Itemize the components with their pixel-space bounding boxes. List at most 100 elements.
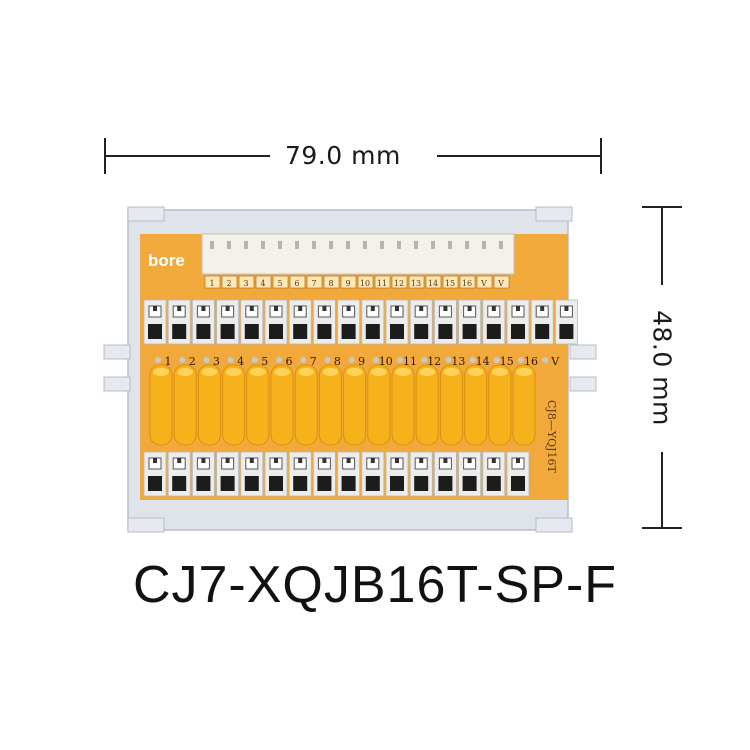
header-label-box	[340, 275, 357, 289]
terminal-wire-hole	[438, 476, 453, 491]
terminal-button-slot	[443, 306, 448, 311]
terminal-wire-hole	[196, 476, 211, 491]
channel-label: 9	[358, 355, 365, 368]
terminal-wire-hole	[244, 324, 259, 339]
header-pin	[397, 241, 401, 249]
terminal-wire-hole	[511, 476, 525, 491]
terminal-button-slot	[467, 458, 472, 463]
channel-label: 11	[403, 355, 417, 368]
varistor	[343, 364, 367, 446]
varistor-highlight	[370, 368, 387, 376]
width-label: 79.0 mm	[285, 141, 401, 170]
terminal-wire-hole	[244, 476, 259, 491]
header-label: 2	[226, 279, 231, 288]
terminal-button-slot	[370, 458, 375, 463]
top-terminal-row	[143, 299, 578, 345]
varistor-highlight	[491, 368, 508, 376]
channel-label: 16	[524, 355, 538, 368]
terminal-button-slot	[249, 458, 254, 463]
terminal-button-slot	[298, 458, 303, 463]
terminal-button-slot	[153, 458, 157, 463]
terminal-button-slot	[370, 306, 375, 311]
header-label: V	[480, 279, 487, 288]
channel-dot	[251, 357, 258, 363]
terminal-button-slot	[201, 458, 206, 463]
header-label-box	[459, 275, 476, 289]
channel-label: 14	[476, 355, 490, 368]
varistor-highlight	[225, 368, 242, 376]
header-pin	[363, 241, 367, 249]
channel-dot	[179, 357, 186, 363]
header-label: 11	[377, 279, 387, 288]
header-label-box	[425, 275, 442, 289]
header-pin	[329, 241, 333, 249]
terminal-button-slot	[274, 458, 278, 463]
header-label: 6	[294, 279, 299, 288]
terminal-wire-hole	[341, 324, 356, 339]
terminal-wire-hole	[172, 324, 187, 339]
terminal-wire-hole	[220, 324, 235, 339]
terminal-wire-hole	[148, 476, 162, 491]
terminal-button-slot	[322, 306, 327, 311]
channel-dot	[493, 357, 500, 363]
terminal-button-slot	[419, 306, 424, 311]
channel-label: V	[550, 355, 560, 368]
terminal-button-slot	[395, 458, 399, 463]
channel-dot	[203, 357, 210, 363]
terminal-wire-hole	[390, 324, 404, 339]
channel-dot	[155, 357, 161, 363]
header-pins	[210, 241, 503, 249]
header-label-box	[323, 275, 340, 289]
terminal-button-slot	[322, 458, 327, 463]
channel-label: 5	[261, 355, 268, 368]
terminal-button-slot	[443, 458, 448, 463]
header-label-box	[442, 275, 459, 289]
varistor	[464, 364, 488, 446]
product-model: CJ7-XQJB16T-SP-F	[132, 556, 618, 614]
channel-dot	[227, 357, 234, 363]
varistor	[439, 364, 463, 446]
terminal-wire-hole	[462, 324, 477, 339]
terminal-button-slot	[249, 306, 254, 311]
terminal-wire-hole	[365, 476, 380, 491]
varistor-highlight	[419, 368, 436, 376]
terminal-button-slot	[467, 306, 472, 311]
header-label: 9	[345, 279, 350, 288]
header-pin	[278, 241, 282, 249]
header-label: 12	[394, 279, 404, 288]
header-label: 8	[328, 279, 333, 288]
varistor-highlight	[395, 368, 411, 376]
terminal-wire-hole	[293, 476, 308, 491]
terminal-button-slot	[153, 306, 157, 311]
varistor	[173, 364, 197, 446]
terminal-button-slot	[177, 458, 182, 463]
varistor	[246, 364, 270, 446]
channel-label: 1	[165, 355, 172, 368]
channel-dot	[300, 357, 307, 363]
header-label: 4	[260, 279, 265, 288]
channel-label: 8	[334, 355, 341, 368]
header-label-box	[408, 275, 425, 289]
varistor-highlight	[274, 368, 290, 376]
header-label-box	[221, 275, 238, 289]
varistor	[318, 364, 342, 446]
header-label: 7	[311, 279, 316, 288]
terminal-button-slot	[516, 458, 520, 463]
header-label: 10	[360, 279, 370, 288]
varistor	[222, 364, 246, 446]
terminal-wire-hole	[365, 324, 380, 339]
terminal-wire-hole	[269, 324, 283, 339]
terminal-wire-hole	[438, 324, 453, 339]
channel-dot	[372, 357, 379, 363]
terminal-wire-hole	[414, 476, 429, 491]
header-label: 1	[209, 279, 214, 288]
terminal-wire-hole	[172, 476, 187, 491]
terminal-wire-hole	[317, 476, 332, 491]
terminal-button-slot	[540, 306, 545, 311]
channel-label: 13	[451, 355, 465, 368]
header-label-box	[238, 275, 255, 289]
varistor-highlight	[298, 368, 315, 376]
channel-dot	[276, 357, 282, 363]
channel-label: 7	[310, 355, 317, 368]
bore-logo	[145, 250, 185, 270]
